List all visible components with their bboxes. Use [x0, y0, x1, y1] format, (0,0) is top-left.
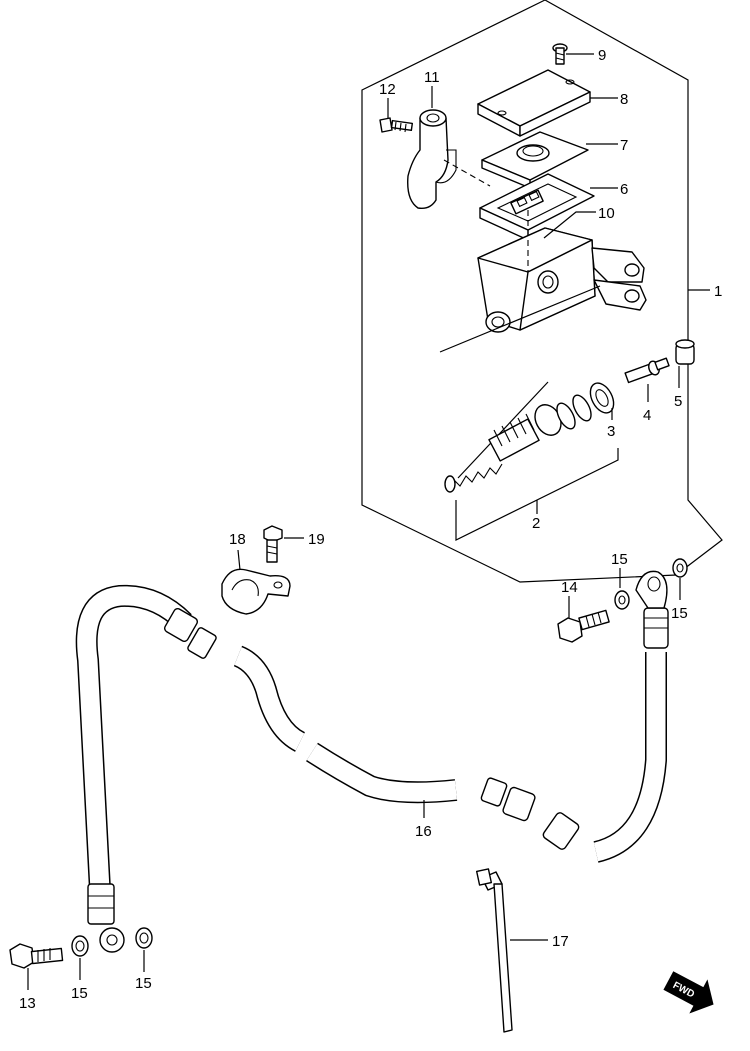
part-3-seal-rings[interactable] — [553, 379, 618, 431]
callout-6: 6 — [620, 181, 628, 198]
callout-1: 1 — [714, 283, 722, 300]
callout-10: 10 — [598, 205, 615, 222]
fwd-arrow-icon: FWD — [663, 971, 714, 1014]
part-9-screw[interactable] — [552, 43, 568, 65]
part-19-bolt[interactable] — [263, 525, 283, 563]
callout-8: 8 — [620, 91, 628, 108]
callout-15-bottom-left: 15 — [71, 985, 88, 1002]
part-17-cable-tie[interactable] — [475, 868, 513, 1033]
callout-17: 17 — [552, 933, 569, 950]
part-15-washer-bottom-left[interactable] — [71, 935, 89, 957]
callout-2: 2 — [532, 515, 540, 532]
part-14-union-bolt[interactable] — [557, 609, 610, 643]
callout-3: 3 — [607, 423, 615, 440]
part-12-bolt[interactable] — [379, 117, 414, 133]
piston-axis-line-2 — [457, 381, 549, 479]
callout-14: 14 — [561, 579, 578, 596]
callout-15-middle: 15 — [611, 551, 628, 568]
callout-15-right: 15 — [671, 605, 688, 622]
part-15-washer-right[interactable] — [672, 558, 688, 578]
assembly-boundary-outline — [361, 0, 723, 583]
callout-16: 16 — [415, 823, 432, 840]
part-15-washer-bottom-right[interactable] — [135, 927, 153, 949]
callout-7: 7 — [620, 137, 628, 154]
part-16-clutch-hose[interactable] — [75, 570, 669, 953]
master-cylinder-body[interactable] — [477, 227, 647, 333]
leader-18 — [237, 549, 241, 571]
part-11-lever-holder[interactable] — [407, 109, 457, 210]
part-2-piston-spring[interactable] — [444, 400, 566, 493]
part-15-washer-middle[interactable] — [614, 590, 630, 610]
piston-axis-line — [439, 285, 601, 353]
part-8-reservoir-cap[interactable] — [477, 69, 591, 137]
part-5-boot[interactable] — [675, 339, 695, 365]
callout-4: 4 — [643, 407, 651, 424]
part-18-clamp[interactable] — [221, 568, 291, 615]
part-4-push-rod[interactable] — [624, 357, 670, 384]
callout-5: 5 — [674, 393, 682, 410]
callout-11: 11 — [424, 69, 440, 86]
callout-18: 18 — [229, 531, 246, 548]
callout-19: 19 — [308, 531, 325, 548]
callout-9: 9 — [598, 47, 606, 64]
part-13-union-bolt[interactable] — [9, 943, 64, 969]
leader-10 — [543, 211, 596, 239]
callout-15-bottom-right: 15 — [135, 975, 152, 992]
part-7-cap-plate[interactable] — [481, 131, 589, 189]
callout-12: 12 — [379, 81, 396, 98]
part-6-diaphragm[interactable] — [479, 173, 595, 241]
callout-13: 13 — [19, 995, 36, 1012]
alignment-line-holder — [443, 159, 491, 187]
